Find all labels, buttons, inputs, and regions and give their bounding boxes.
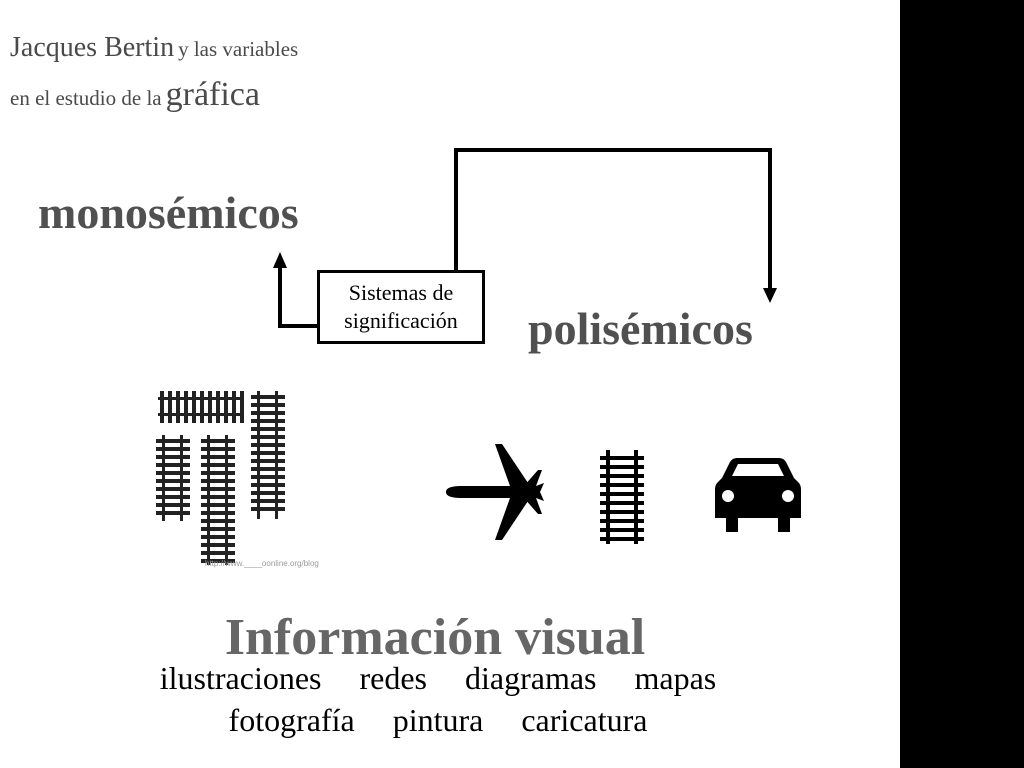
poli-arrow-line — [454, 148, 772, 292]
sistemas-line-1: Sistemas de — [348, 280, 454, 305]
polisemicos-label: polisémicos — [528, 303, 753, 354]
railway-tracks-icon — [156, 391, 285, 565]
slide-title-line-1: Jacques Bertin y las variables — [10, 32, 298, 64]
type-pintura: pintura — [392, 702, 484, 738]
types-row-2: fotografía pintura caricatura — [0, 700, 876, 740]
title-grafica: gráfica — [165, 76, 260, 113]
right-black-bar — [900, 0, 1024, 768]
type-fotografia: fotografía — [228, 702, 355, 738]
type-mapas: mapas — [634, 660, 717, 696]
rail-vertical-2 — [201, 435, 235, 565]
sistemas-box: Sistemas de significación — [317, 270, 485, 344]
slide-title-line-2: en el estudio de la gráfica — [10, 76, 260, 114]
icons-row — [446, 444, 801, 544]
rail-vertical-3 — [251, 391, 285, 519]
image-watermark: http://www.____oonline.org/blog — [205, 559, 319, 568]
type-ilustraciones: ilustraciones — [159, 660, 322, 696]
title-subtitle-b: en el estudio de la — [10, 86, 162, 110]
informacion-visual-title: Información visual — [224, 609, 646, 666]
sistemas-line-2: significación — [344, 308, 458, 333]
title-author: Jacques Bertin — [10, 32, 175, 63]
railway-track-icon — [600, 450, 644, 544]
diagram-arrows — [273, 148, 777, 328]
monosemicos-label: monosémicos — [38, 187, 299, 238]
mono-arrow-head — [273, 252, 287, 268]
type-diagramas: diagramas — [465, 660, 597, 696]
airplane-icon — [446, 444, 544, 540]
types-row-1: ilustraciones redes diagramas mapas — [0, 658, 876, 698]
car-icon — [715, 458, 801, 532]
type-redes: redes — [359, 660, 427, 696]
title-subtitle-a: y las variables — [178, 37, 299, 61]
rail-horizontal — [158, 391, 244, 423]
rail-vertical-1 — [156, 435, 190, 521]
mono-arrow-line — [278, 264, 317, 328]
poli-arrow-head — [763, 288, 777, 303]
type-caricatura: caricatura — [521, 702, 648, 738]
